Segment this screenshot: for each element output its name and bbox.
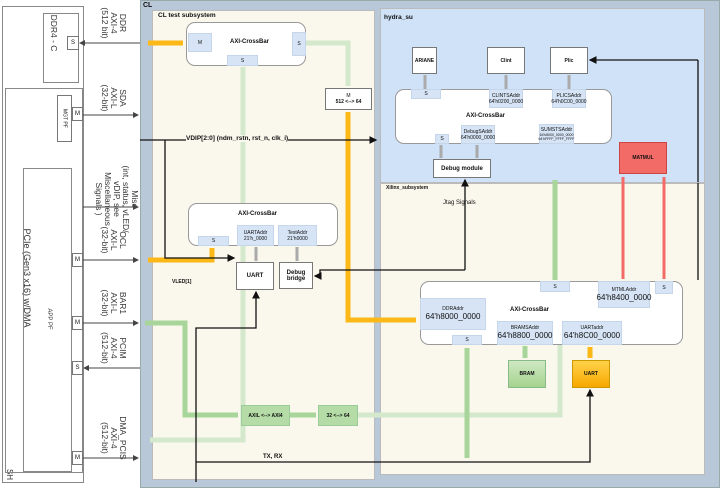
hydra-debug-s-port: S [435,134,449,144]
debug-module: Debug module [433,159,491,178]
orange-paths [148,40,593,358]
txrx-label: TX, RX [263,454,283,460]
ocl-m-port: M [72,253,83,267]
axil-axi4-converter: AXIL <--> AXI4 [241,405,290,426]
pcie-block [5,88,83,473]
cl-label: CL [143,2,153,9]
sh-block [2,6,84,483]
xilinx-uart-block: UART [572,360,610,388]
xilinx-label: Xilinx_subsystem [386,185,429,191]
xilinx-s-bottom: S [452,335,482,345]
debug-bridge: Debug bridge [279,262,313,289]
cl-uart: UART [236,262,274,290]
bram-block: BRAM [508,360,546,388]
clint-block: Clint [487,47,525,74]
mid-xbar-s-port: S [198,236,229,246]
jtag-label: Jtag Signals [443,200,476,206]
xilinx-s-top: S [540,281,570,292]
xilinx-matmul-s-port: S [655,281,673,294]
mid-xbar-label: AXI-CrossBar [238,211,278,217]
mgt-m-port: M [72,107,83,121]
matmul-block: MATMUL [619,142,667,174]
hydra-ariane-s-port: S [411,89,441,99]
ariane-block: ARIANE [412,47,437,74]
xilinx-xbar-label: AXI-CrossBar [510,307,550,313]
black-paths [140,60,699,482]
dma-m-port: M [72,451,83,465]
red-paths [621,177,666,279]
plic-block: Plic [550,47,588,74]
conv-32-64: 32 <--> 64 [318,405,358,426]
top-xbar-m-port: M [188,33,212,52]
app-pf-block [23,168,72,472]
bidir-links [254,75,571,261]
top-xbar-s-right: S [292,32,306,56]
mgt-pf-block: MGT PF [57,95,72,142]
conv-512-64: M 512 <--> 64 [325,88,372,110]
cl-test-label: CL test subsystem [158,12,216,19]
bar1-m-port: M [72,316,83,330]
vled-label: VLED[1] [172,279,192,285]
ddr4-s-port: S [67,36,79,50]
hydra-xbar-label: AXI-CrossBar [466,113,506,119]
conv-512-label: 512 <--> 64 [335,99,362,105]
green-paths [145,180,558,458]
top-xbar-s-bottom: S [227,55,258,66]
sh-cl-arrows [79,40,140,461]
conv-512-m: M [346,93,351,99]
hydra-label: hydra_su [384,14,413,21]
vdip-label: VDIP[2:0] (ndm_rstn, rst_n, clk_i) [186,135,289,142]
top-xbar-label: AXI-CrossBar [230,39,270,45]
pcim-s-port: S [72,361,83,375]
